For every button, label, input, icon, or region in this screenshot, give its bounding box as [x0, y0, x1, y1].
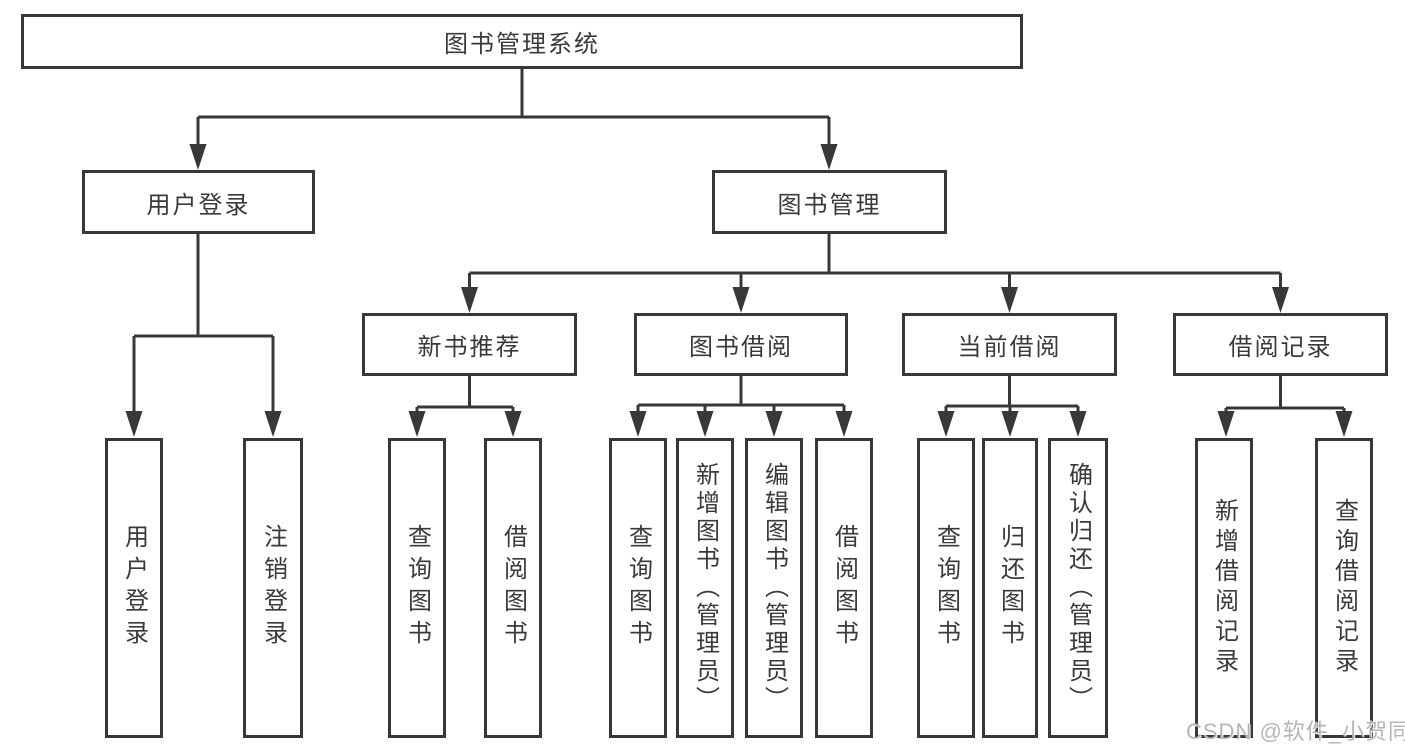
leaf-query-books-current: 查询图书	[917, 438, 975, 738]
leaf-edit-book-admin: 编辑图书（管理员）	[745, 438, 803, 738]
csdn-watermark: CSDN @软件_小贺同学	[1186, 719, 1405, 744]
leaf-add-book-admin: 新增图书（管理员）	[676, 438, 734, 738]
node-book-borrowing: 图书借阅	[634, 313, 848, 376]
leaf-confirm-return-admin: 确认归还（管理员）	[1048, 438, 1108, 738]
leaf-borrow-books-borrowing: 借阅图书	[815, 438, 873, 738]
leaf-add-borrow-record: 新增借阅记录	[1195, 438, 1253, 738]
leaf-query-books-borrowing: 查询图书	[609, 438, 667, 738]
node-book-management: 图书管理	[712, 170, 947, 234]
leaf-query-books-recommend: 查询图书	[388, 438, 446, 738]
node-library-system-root: 图书管理系统	[21, 14, 1023, 69]
leaf-logout: 注销登录	[243, 438, 303, 738]
node-new-book-recommendation: 新书推荐	[362, 313, 577, 376]
arrowheads	[125, 144, 1353, 437]
node-user-login: 用户登录	[82, 170, 315, 234]
leaf-query-borrow-record: 查询借阅记录	[1315, 438, 1373, 738]
leaf-return-books: 归还图书	[982, 438, 1038, 738]
node-current-borrowing: 当前借阅	[902, 313, 1117, 376]
leaf-borrow-books-recommend: 借阅图书	[484, 438, 542, 738]
node-borrowing-records: 借阅记录	[1173, 313, 1388, 376]
leaf-user-login: 用户登录	[105, 438, 163, 738]
